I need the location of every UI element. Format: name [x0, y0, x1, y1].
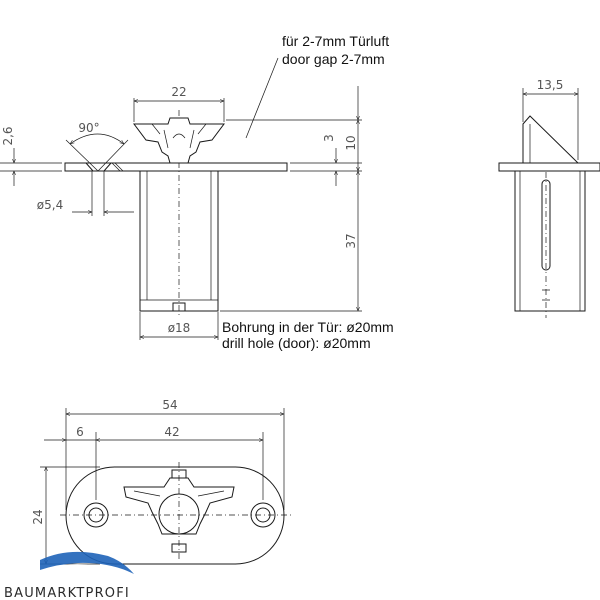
front-view [64, 110, 288, 318]
countersink-notch [85, 162, 112, 172]
top-view [60, 462, 292, 565]
dim-top-width: 22 [133, 85, 225, 122]
dim-42-label: 42 [164, 425, 179, 439]
hole-note-en: drill hole (door): ø20mm [222, 335, 371, 351]
dim-angle-label: 90° [78, 121, 99, 135]
dim-vertical-front: 3 10 37 [220, 86, 362, 312]
dim-plate-length: 54 [65, 398, 285, 510]
dim-hole-spacing: 6 42 [44, 425, 264, 500]
dim-hole-diameter: ø5,4 [37, 171, 134, 216]
dim-side-width: 13,5 [522, 78, 579, 160]
dim-24-label: 24 [31, 509, 45, 524]
dim-3-label: 3 [322, 134, 336, 142]
dim-13-5-label: 13,5 [537, 78, 564, 92]
dim-plate-height: 24 [31, 466, 100, 565]
dim-22-label: 22 [171, 85, 186, 99]
logo-swoosh [40, 551, 134, 574]
gap-note-en: door gap 2-7mm [282, 51, 385, 67]
dim-18-label: ø18 [168, 321, 191, 335]
side-latch [522, 115, 580, 164]
gap-note-de: für 2-7mm Türluft [282, 33, 389, 49]
door-gap-note: für 2-7mm Türluft door gap 2-7mm [245, 33, 389, 139]
baumarktprofi-logo: BAUMARKTPROFI [4, 551, 134, 600]
dim-flange-thickness: 2,6 [0, 126, 62, 186]
latch-head [133, 117, 225, 164]
hole-note-de: Bohrung in der Tür: ø20mm [222, 319, 394, 335]
dim-body-diameter: ø18 [139, 312, 219, 340]
side-view [498, 115, 600, 318]
flange [64, 162, 288, 172]
dim-2-6-label: 2,6 [1, 126, 15, 145]
dim-6-label: 6 [76, 425, 84, 439]
logo-text: BAUMARKTPROFI [4, 586, 130, 600]
dim-5-4-label: ø5,4 [37, 198, 63, 212]
dim-54-label: 54 [162, 398, 177, 412]
dim-10-label: 10 [344, 135, 358, 150]
dim-37-label: 37 [344, 233, 358, 248]
side-flange [498, 162, 600, 172]
drill-hole-note: Bohrung in der Tür: ø20mm drill hole (do… [222, 319, 394, 351]
dim-countersink-angle: 90° [65, 121, 129, 172]
